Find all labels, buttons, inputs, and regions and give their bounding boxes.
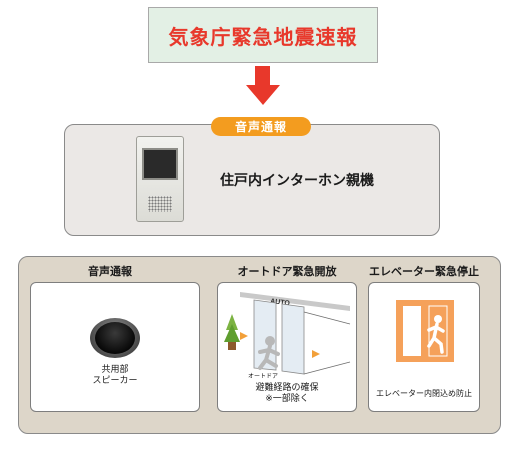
intercom-box bbox=[64, 124, 440, 236]
plant-top bbox=[226, 314, 238, 330]
speaker-label-line2: スピーカー bbox=[92, 376, 138, 386]
earthquake-alert-title: 気象庁緊急地震速報 bbox=[168, 24, 358, 49]
voice-notice-badge: 音声通報 bbox=[211, 117, 311, 136]
elevator-door-left bbox=[403, 306, 421, 356]
intercom-speaker-grille bbox=[148, 196, 172, 212]
earthquake-alert-box: 気象庁緊急地震速報 bbox=[148, 7, 378, 63]
speaker-cone bbox=[95, 322, 135, 354]
auto-door-caption: 避難経路の確保 ※一部除く bbox=[217, 383, 357, 405]
person-head bbox=[265, 336, 275, 346]
door-wall-line-top bbox=[303, 311, 351, 325]
door-ceiling bbox=[240, 292, 350, 311]
auto-door-caption-line2: ※一部除く bbox=[265, 394, 309, 404]
auto-sign: AUTO bbox=[270, 298, 291, 307]
door-open-arrow-right bbox=[312, 350, 320, 358]
speaker-label: 共用部 スピーカー bbox=[30, 365, 200, 387]
elevator-caption: エレベーター内閉込め防止 bbox=[376, 389, 472, 398]
speaker-header: 音声通報 bbox=[88, 265, 132, 278]
exit-person-icon bbox=[427, 322, 445, 354]
plant-pot bbox=[228, 342, 236, 350]
down-arrow-shaft bbox=[255, 66, 270, 86]
elevator-illustration bbox=[396, 300, 454, 362]
elevator-person-head bbox=[434, 315, 442, 323]
speaker-label-line1: 共用部 bbox=[101, 365, 129, 375]
intercom-label: 住戸内インターホン親機 bbox=[220, 173, 374, 189]
auto-door-caption-line1: 避難経路の確保 bbox=[255, 383, 319, 393]
auto-door-header: オートドア緊急開放 bbox=[237, 265, 337, 278]
auto-door-illustration: AUTO bbox=[224, 292, 351, 375]
door-panel-right bbox=[281, 303, 305, 375]
down-arrow-icon bbox=[246, 85, 280, 105]
elevator-header: エレベーター緊急停止 bbox=[369, 265, 479, 278]
auto-door-label: オートドア bbox=[248, 373, 279, 380]
door-wall-line-bottom bbox=[303, 361, 351, 375]
plant-bottom bbox=[224, 324, 240, 342]
intercom-screen bbox=[142, 148, 178, 180]
walking-person-icon bbox=[258, 344, 280, 370]
door-open-arrow-left bbox=[240, 332, 248, 340]
